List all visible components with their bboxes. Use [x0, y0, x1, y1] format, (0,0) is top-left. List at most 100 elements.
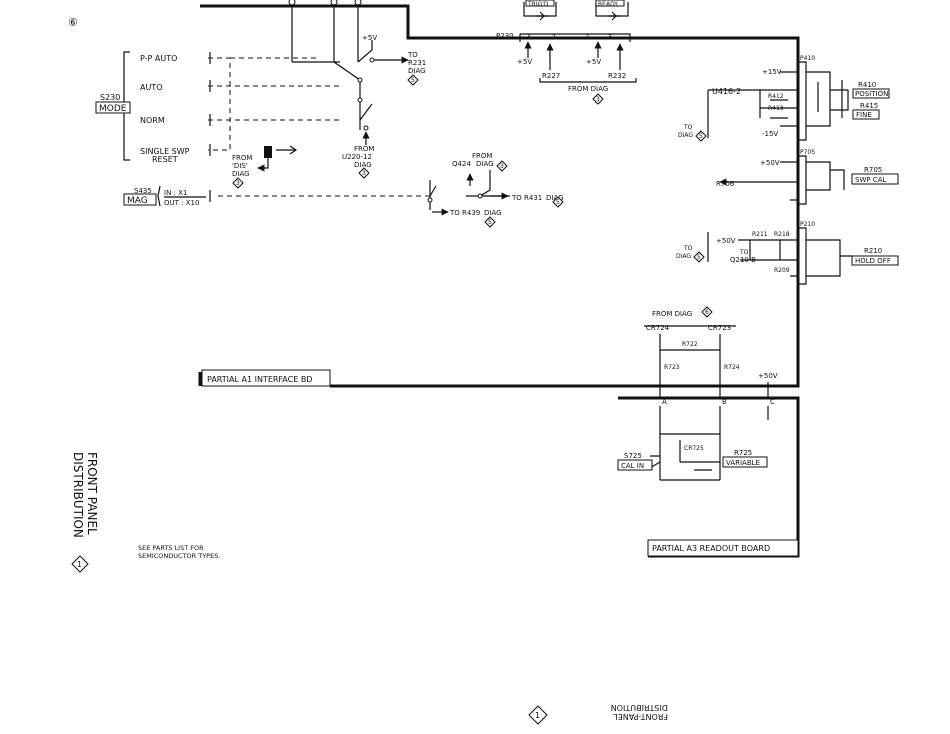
- p705-swp-cal-box: [851, 173, 899, 185]
- p410-to: TO: [683, 124, 693, 131]
- mode-position-single-swp: SINGLE SWP: [140, 147, 190, 156]
- p230-pin-2: 2: [552, 34, 556, 41]
- p210-hold-off-box: [851, 255, 899, 266]
- svg-text:3: 3: [236, 180, 240, 187]
- to-r431-label: TO R431: [511, 194, 542, 202]
- p210-ref: P210: [800, 221, 815, 228]
- mode-plus5v: +5V: [362, 34, 377, 42]
- trigd-label: TRIG'D: [527, 1, 549, 8]
- footnote-line2: SEMICONDUCTOR TYPES.: [138, 552, 220, 560]
- p410-fine: FINE: [856, 111, 872, 119]
- svg-text:3: 3: [362, 170, 366, 177]
- a3-board-label-box: [647, 539, 799, 557]
- to-r231-diag-diamond: 5: [407, 74, 419, 86]
- from-u220-line3: DIAG: [354, 161, 372, 169]
- a3-variable-box: [722, 456, 768, 468]
- svg-text:1: 1: [535, 711, 540, 720]
- from-dis-line2: 'DIS': [232, 162, 248, 170]
- mag-brace: [157, 185, 161, 207]
- p410-plus15: +15V: [762, 68, 782, 76]
- a3-s725: S725: [624, 452, 642, 460]
- a3-variable: VARIABLE: [726, 459, 760, 467]
- a3-r724: R724: [724, 364, 740, 371]
- to-r439-label: TO R439: [449, 209, 480, 217]
- from-u220-diag-diamond: 3: [358, 167, 370, 179]
- svg-text:5: 5: [699, 133, 703, 140]
- ready-label: READY: [598, 1, 618, 8]
- p410-to-diag: DIAG: [678, 132, 693, 139]
- from-q424-line3: DIAG: [476, 160, 494, 168]
- p230-v-left: +5V: [517, 58, 532, 66]
- svg-text:6: 6: [705, 309, 709, 316]
- p230-from-diag: FROM DIAG: [568, 85, 608, 93]
- p705-r706: R706: [716, 180, 735, 188]
- p210-connector: [707, 227, 852, 285]
- a1-board-label: PARTIAL A1 INTERFACE BD: [207, 375, 312, 384]
- p230-connector: [519, 2, 637, 83]
- top-wires: [288, 0, 362, 62]
- p230-pin-3: 3: [608, 34, 612, 41]
- mode-position-norm: NORM: [140, 116, 165, 125]
- a3-plus50: +50V: [758, 372, 778, 380]
- footer-title-line1: FRONT-PANEL: [613, 712, 668, 721]
- to-r231-line2: R231: [408, 59, 426, 67]
- p705-r705: R705: [864, 166, 882, 174]
- a3-cr723: CR723: [708, 324, 731, 332]
- from-u220-line1: FROM: [354, 145, 374, 153]
- p705-ref: P705: [800, 149, 815, 156]
- to-r439-diag-label: DIAG: [484, 209, 502, 217]
- a3-from-diag: FROM DIAG: [652, 310, 692, 318]
- mag-in: IN : X1: [164, 189, 187, 197]
- p410-connector: [707, 61, 849, 141]
- a3-cr724: CR724: [646, 324, 670, 332]
- a3-pin-b: B: [722, 398, 727, 406]
- p210-to-diag-line1: TO: [683, 245, 693, 252]
- svg-text:3: 3: [596, 96, 600, 103]
- from-dis-line1: FROM: [232, 154, 252, 162]
- from-q424-diag-diamond: 3: [496, 160, 508, 172]
- p210-r209: R209: [774, 267, 790, 274]
- p210-hold-off: HOLD OFF: [855, 257, 891, 265]
- mode-position-reset: RESET: [152, 155, 178, 164]
- a3-cr725: CR725: [684, 445, 704, 452]
- p210-plus50: +50V: [716, 237, 736, 245]
- p705-swp-cal: SWP CAL: [855, 176, 886, 184]
- to-r431-diag-label: DIAG: [546, 194, 564, 202]
- p230-r227: R227: [542, 72, 560, 80]
- from-dis-line3: DIAG: [232, 170, 250, 178]
- p410-to-diag-diamond: 5: [695, 130, 707, 142]
- a3-r723: R723: [664, 364, 680, 371]
- p410-position-box: [852, 88, 890, 99]
- page-title-line2: DISTRIBUTION: [71, 452, 85, 538]
- p230-v-right: +5V: [586, 58, 601, 66]
- a3-board-label: PARTIAL A3 READOUT BOARD: [652, 544, 770, 553]
- p230-pin-1: 1: [586, 34, 590, 41]
- p705-plus50: +50V: [760, 159, 780, 167]
- p410-r412: R412: [768, 93, 784, 100]
- a3-pin-a: A: [662, 398, 667, 406]
- p230-from-diag-diamond: 3: [592, 93, 604, 105]
- a3-board: [618, 325, 800, 558]
- to-r231-line1: TO: [407, 51, 418, 59]
- a3-pin-c: C: [770, 398, 775, 406]
- p210-q210: Q210-B: [730, 256, 756, 264]
- a1-board-label-box: [201, 369, 331, 387]
- to-r431-diag-diamond: 5: [552, 196, 564, 208]
- p230-ref: P230: [496, 32, 514, 40]
- mode-name: MODE: [99, 104, 127, 114]
- p210-r211: R211: [752, 231, 768, 238]
- p410-position: POSITION: [855, 90, 888, 98]
- p410-ref: P410: [800, 55, 815, 62]
- p410-r410: R410: [858, 81, 876, 89]
- p410-r415: R415: [860, 102, 878, 110]
- p210-r210: R210: [864, 247, 882, 255]
- p410-u416: U416-2: [712, 87, 741, 96]
- svg-text:1: 1: [77, 560, 82, 569]
- a3-cal-in-box: [617, 459, 653, 471]
- a3-r725: R725: [734, 449, 752, 457]
- mode-name-box: [95, 101, 131, 114]
- footer-diag-diamond: 1: [528, 705, 548, 725]
- p230-pin-4: 4: [527, 34, 531, 41]
- p410-r413: R413: [768, 105, 784, 112]
